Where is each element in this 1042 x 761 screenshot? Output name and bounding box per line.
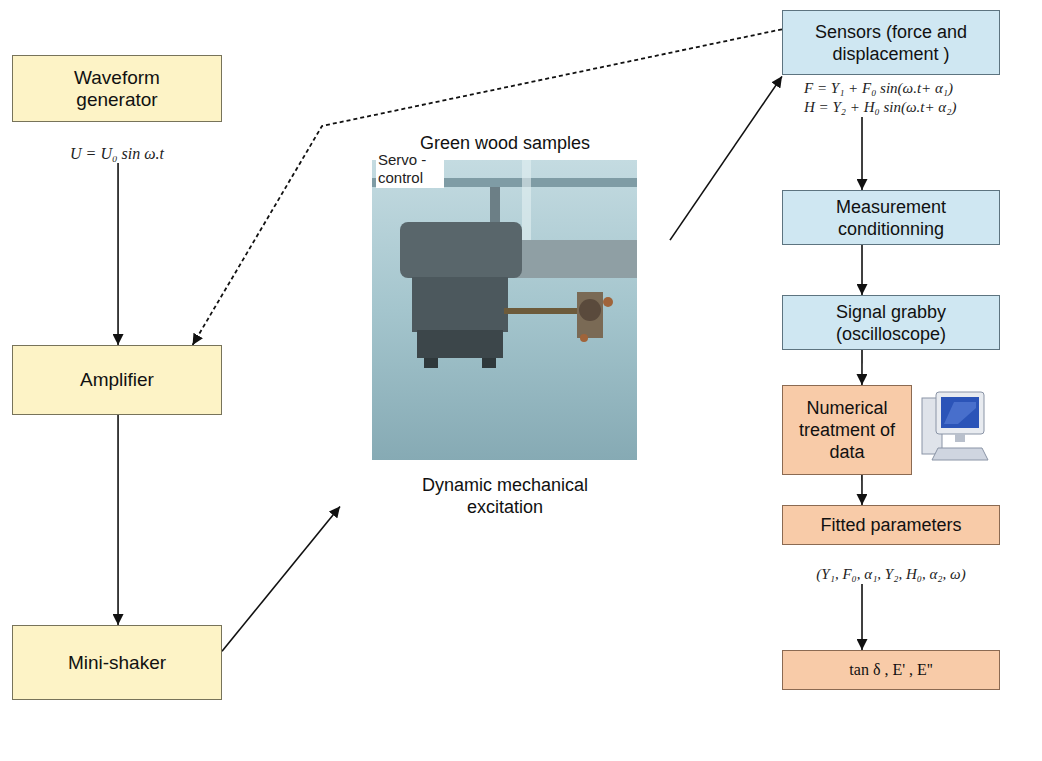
flow-arrow <box>117 415 119 625</box>
parameter-list: (Y₁, F₀, α₁, Y₂, H₀, α₂, ω) <box>782 565 1000 584</box>
computer-screen <box>941 397 979 428</box>
flow-arrow <box>670 76 782 240</box>
sample-photo <box>372 160 637 460</box>
box-label: Fitted parameters <box>820 514 961 536</box>
box-outline: Amplifier <box>12 345 222 415</box>
clamp-body <box>412 277 508 332</box>
box-outline: Sensors (force and displacement ) <box>782 10 1000 75</box>
flow-arrow <box>117 163 119 345</box>
flow-arrow <box>861 350 863 385</box>
computer-monitor <box>936 392 984 434</box>
photo-slot <box>340 160 670 460</box>
process-box: Fitted parameters (Y₁, F₀, α₁, Y₂, H₀, α₂… <box>782 505 1000 584</box>
feedback-arrow <box>193 29 782 345</box>
clamp-base <box>417 330 503 358</box>
result-label: tan δ , E' , E'' <box>849 659 932 681</box>
flow-arrow <box>861 475 863 505</box>
flow-arrow <box>861 245 863 295</box>
side-arm <box>512 240 637 278</box>
clamp-foot <box>482 358 496 368</box>
fixture-knob <box>579 299 601 321</box>
box-outline: Signal grabby (oscilloscope) <box>782 295 1000 350</box>
monitor-stand <box>955 434 965 442</box>
wood-sample <box>504 308 586 314</box>
process-box: Amplifier <box>12 345 222 415</box>
flow-arrow <box>861 584 863 650</box>
box-label: Amplifier <box>80 369 154 391</box>
result-box: tan δ , E' , E'' <box>782 650 1000 690</box>
box-label: Sensors (force and displacement ) <box>795 21 987 65</box>
box-label: Mini-shaker <box>68 652 166 674</box>
formula: H = Y₂ + H₀ sin(ω.t+ α₂) <box>782 98 1000 117</box>
box-outline: tan δ , E' , E'' <box>782 650 1000 690</box>
box-outline: Waveform generator <box>12 55 222 122</box>
flow-arrow <box>861 117 863 190</box>
connector-label: Servo - control <box>376 150 444 188</box>
box-outline: Mini-shaker <box>12 625 222 700</box>
fixture <box>577 292 603 338</box>
box-outline: Measurement conditionning <box>782 190 1000 245</box>
screen-shine <box>944 402 976 424</box>
photo-caption: Dynamic mechanical excitation <box>390 474 620 518</box>
connector-group <box>118 29 862 651</box>
fixture-screw <box>580 334 588 342</box>
vertical-rod <box>490 187 500 227</box>
process-box: Mini-shaker <box>12 625 222 700</box>
photo-panel: Green wood samplesDynamic mechanical exc… <box>340 132 670 518</box>
process-box: Signal grabby (oscilloscope) <box>782 295 1000 350</box>
process-box: Numerical treatment of data <box>782 385 912 475</box>
clamp-foot <box>424 358 438 368</box>
clamp-top <box>400 222 522 278</box>
fixture-screw <box>603 297 613 307</box>
process-box: Measurement conditionning <box>782 190 1000 245</box>
box-outline: Numerical treatment of data <box>782 385 912 475</box>
formula: F = Y₁ + F₀ sin(ω.t+ α₁) <box>782 79 1000 98</box>
process-box: Waveform generator U = U₀ sin ω.t <box>12 55 222 163</box>
computer-icon <box>920 388 990 468</box>
formula: U = U₀ sin ω.t <box>12 144 222 163</box>
box-label: Numerical treatment of data <box>789 397 905 463</box>
photo-ground <box>372 160 637 460</box>
sensor-box: Sensors (force and displacement ) F = Y₁ … <box>782 10 1000 117</box>
box-outline: Fitted parameters <box>782 505 1000 545</box>
box-label: Signal grabby (oscilloscope) <box>795 301 987 345</box>
box-label: Measurement conditionning <box>795 196 987 240</box>
box-label: Waveform generator <box>43 67 191 111</box>
keyboard <box>932 448 988 460</box>
flow-arrow <box>222 506 340 651</box>
